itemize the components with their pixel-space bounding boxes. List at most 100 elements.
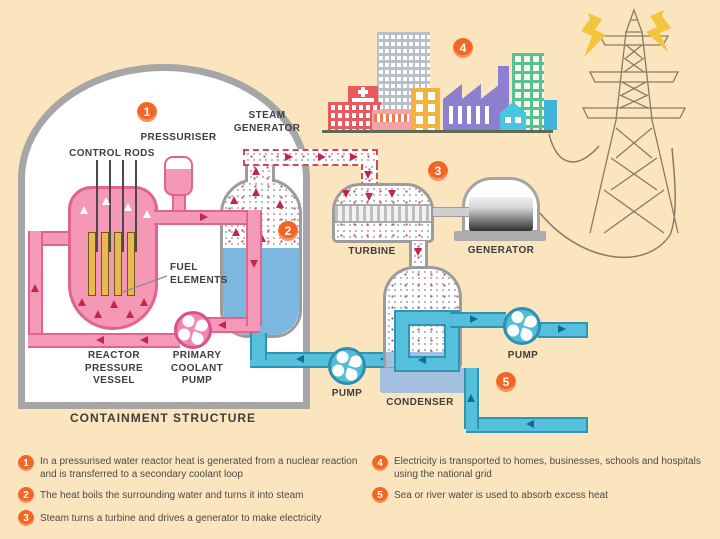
flow-arrow-icon xyxy=(80,206,88,214)
flow-arrow-icon xyxy=(31,284,39,292)
building-office-green xyxy=(512,53,544,130)
cold-leg-pipe xyxy=(28,333,180,348)
flow-arrow-icon xyxy=(342,190,350,198)
flow-arrow-icon xyxy=(110,300,118,308)
decorative-shape xyxy=(589,119,679,234)
city-ground xyxy=(322,130,553,133)
pressuriser-vessel xyxy=(164,156,193,196)
factory-roof-tooth xyxy=(462,84,481,99)
drive-shaft xyxy=(432,207,474,217)
pump-blade-icon xyxy=(176,326,192,343)
label-cooling-pump: PUMP xyxy=(507,350,539,361)
flow-arrow-icon xyxy=(285,153,293,161)
pump-blade-icon xyxy=(343,367,360,383)
flow-arrow-icon xyxy=(126,310,134,318)
decorative-shape xyxy=(588,71,680,83)
label-pressuriser: PRESSURISER xyxy=(140,132,217,143)
label-condenser: CONDENSER xyxy=(386,397,454,408)
decorative-shape xyxy=(615,31,653,121)
flow-arrow-icon xyxy=(143,210,151,218)
generator-base xyxy=(454,231,546,241)
fuel-rod xyxy=(88,232,96,296)
legend-badge-2: 2 xyxy=(18,487,34,503)
steam-pipe xyxy=(243,149,378,166)
power-line xyxy=(548,133,600,163)
pump-blade-icon xyxy=(194,317,210,334)
label-feed-pump: PUMP xyxy=(331,388,363,399)
turbine-blades xyxy=(335,204,431,223)
flow-arrow-icon xyxy=(418,356,426,364)
control-rod xyxy=(135,160,137,252)
building-small-teal xyxy=(544,100,557,130)
pump-blade-icon xyxy=(334,349,351,365)
pump-blade-icon xyxy=(180,313,197,329)
fuel-rod xyxy=(101,232,109,296)
flow-arrow-icon xyxy=(365,193,373,201)
flow-arrow-icon xyxy=(218,321,226,329)
cooling-pump xyxy=(503,307,541,345)
legend-item-1: In a pressurised water reactor heat is g… xyxy=(40,456,358,481)
step-badge-4: 4 xyxy=(453,38,473,58)
step-badge-1: 1 xyxy=(137,102,157,122)
decorative-shape xyxy=(623,44,645,73)
feedwater-pump xyxy=(328,347,366,385)
pump-fan-icon xyxy=(330,349,364,383)
cooling-water-pipe xyxy=(450,312,506,328)
legend-item-4: Electricity is transported to homes, bus… xyxy=(394,456,701,481)
building-house-cyan xyxy=(500,112,526,130)
lightning-bolt-icon xyxy=(646,10,671,52)
control-rod xyxy=(96,160,98,252)
pressuriser-stem xyxy=(172,192,186,215)
decorative-shape xyxy=(625,8,643,33)
flow-arrow-icon xyxy=(364,171,372,179)
shop-awning xyxy=(374,114,409,122)
pump-blade-icon xyxy=(330,362,346,379)
flow-arrow-icon xyxy=(258,234,266,242)
legend-item-5: Sea or river water is used to absorb exc… xyxy=(394,490,608,501)
step-badge-5: 5 xyxy=(496,372,516,392)
label-primary-coolant-pump: PRIMARY COOLANT PUMP xyxy=(170,350,224,386)
flow-arrow-icon xyxy=(230,196,238,204)
lightning-bolt-icon xyxy=(581,13,606,57)
flow-arrow-icon xyxy=(140,298,148,306)
factory-roof-tooth xyxy=(481,84,500,99)
control-rod xyxy=(122,160,124,252)
flow-arrow-icon xyxy=(526,420,534,428)
step-badge-2: 2 xyxy=(278,221,298,241)
flow-arrow-icon xyxy=(140,336,148,344)
label-turbine: TURBINE xyxy=(348,246,396,257)
legend-badge-3: 3 xyxy=(18,510,34,526)
fuel-rod xyxy=(114,232,122,296)
pump-blade-icon xyxy=(523,313,539,330)
factory-windows xyxy=(449,106,494,124)
decorative-shape xyxy=(603,127,665,234)
flow-arrow-icon xyxy=(350,153,358,161)
pump-blade-icon xyxy=(505,322,521,339)
pump-blade-icon xyxy=(348,353,364,370)
flow-arrow-icon xyxy=(124,203,132,211)
condenser-cooling-loop xyxy=(396,312,458,370)
flow-arrow-icon xyxy=(200,213,208,221)
legend-item-2: The heat boils the surrounding water and… xyxy=(40,490,304,501)
generator-cylinder xyxy=(469,197,533,231)
label-control-rods: CONTROL RODS xyxy=(69,148,155,159)
power-line xyxy=(539,147,676,259)
flow-arrow-icon xyxy=(78,298,86,306)
house-window xyxy=(505,117,511,123)
primary-u-tube xyxy=(246,210,262,326)
flow-arrow-icon xyxy=(102,197,110,205)
power-pylon-icon xyxy=(581,8,687,234)
flow-arrow-icon xyxy=(467,394,475,402)
flow-arrow-icon xyxy=(250,260,258,268)
decorative-shape xyxy=(598,35,670,46)
house-roof xyxy=(500,102,526,113)
hospital-sign xyxy=(352,98,374,102)
primary-coolant-pump xyxy=(174,311,212,349)
flow-arrow-icon xyxy=(318,153,326,161)
legend-item-3: Steam turns a turbine and drives a gener… xyxy=(40,513,322,524)
decorative-shape xyxy=(581,107,687,119)
label-generator: GENERATOR xyxy=(467,245,535,256)
factory-roof-tooth xyxy=(443,84,462,99)
decorative-shape xyxy=(619,81,649,109)
